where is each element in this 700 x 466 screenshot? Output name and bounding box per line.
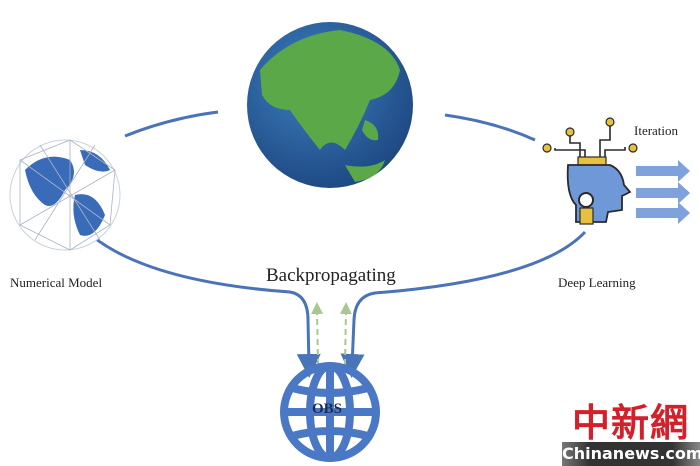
iteration-label: Iteration xyxy=(634,123,679,138)
watermark-english: Chinanews.com xyxy=(562,442,700,466)
watermark-chinese: 中新網 xyxy=(572,400,690,445)
numerical-model-globe-icon xyxy=(9,139,121,251)
arrow-deep-to-obs xyxy=(340,230,587,378)
earth-globe-icon xyxy=(247,22,413,188)
backpropagating-label: Backpropagating xyxy=(266,265,396,286)
arrow-model-to-obs xyxy=(91,234,321,378)
obs-label: OBS xyxy=(312,401,343,417)
arc-top-left xyxy=(124,110,219,138)
arc-top-right xyxy=(444,113,536,142)
deep-learning-head-icon xyxy=(542,117,638,225)
dashed-arrow-left xyxy=(311,302,324,366)
obs-globe-icon xyxy=(280,362,380,462)
iteration-arrows-icon xyxy=(636,160,690,224)
dashed-arrow-right xyxy=(339,302,352,366)
numerical-model-label: Numerical Model xyxy=(10,275,103,290)
deep-learning-label: Deep Learning xyxy=(558,275,636,290)
